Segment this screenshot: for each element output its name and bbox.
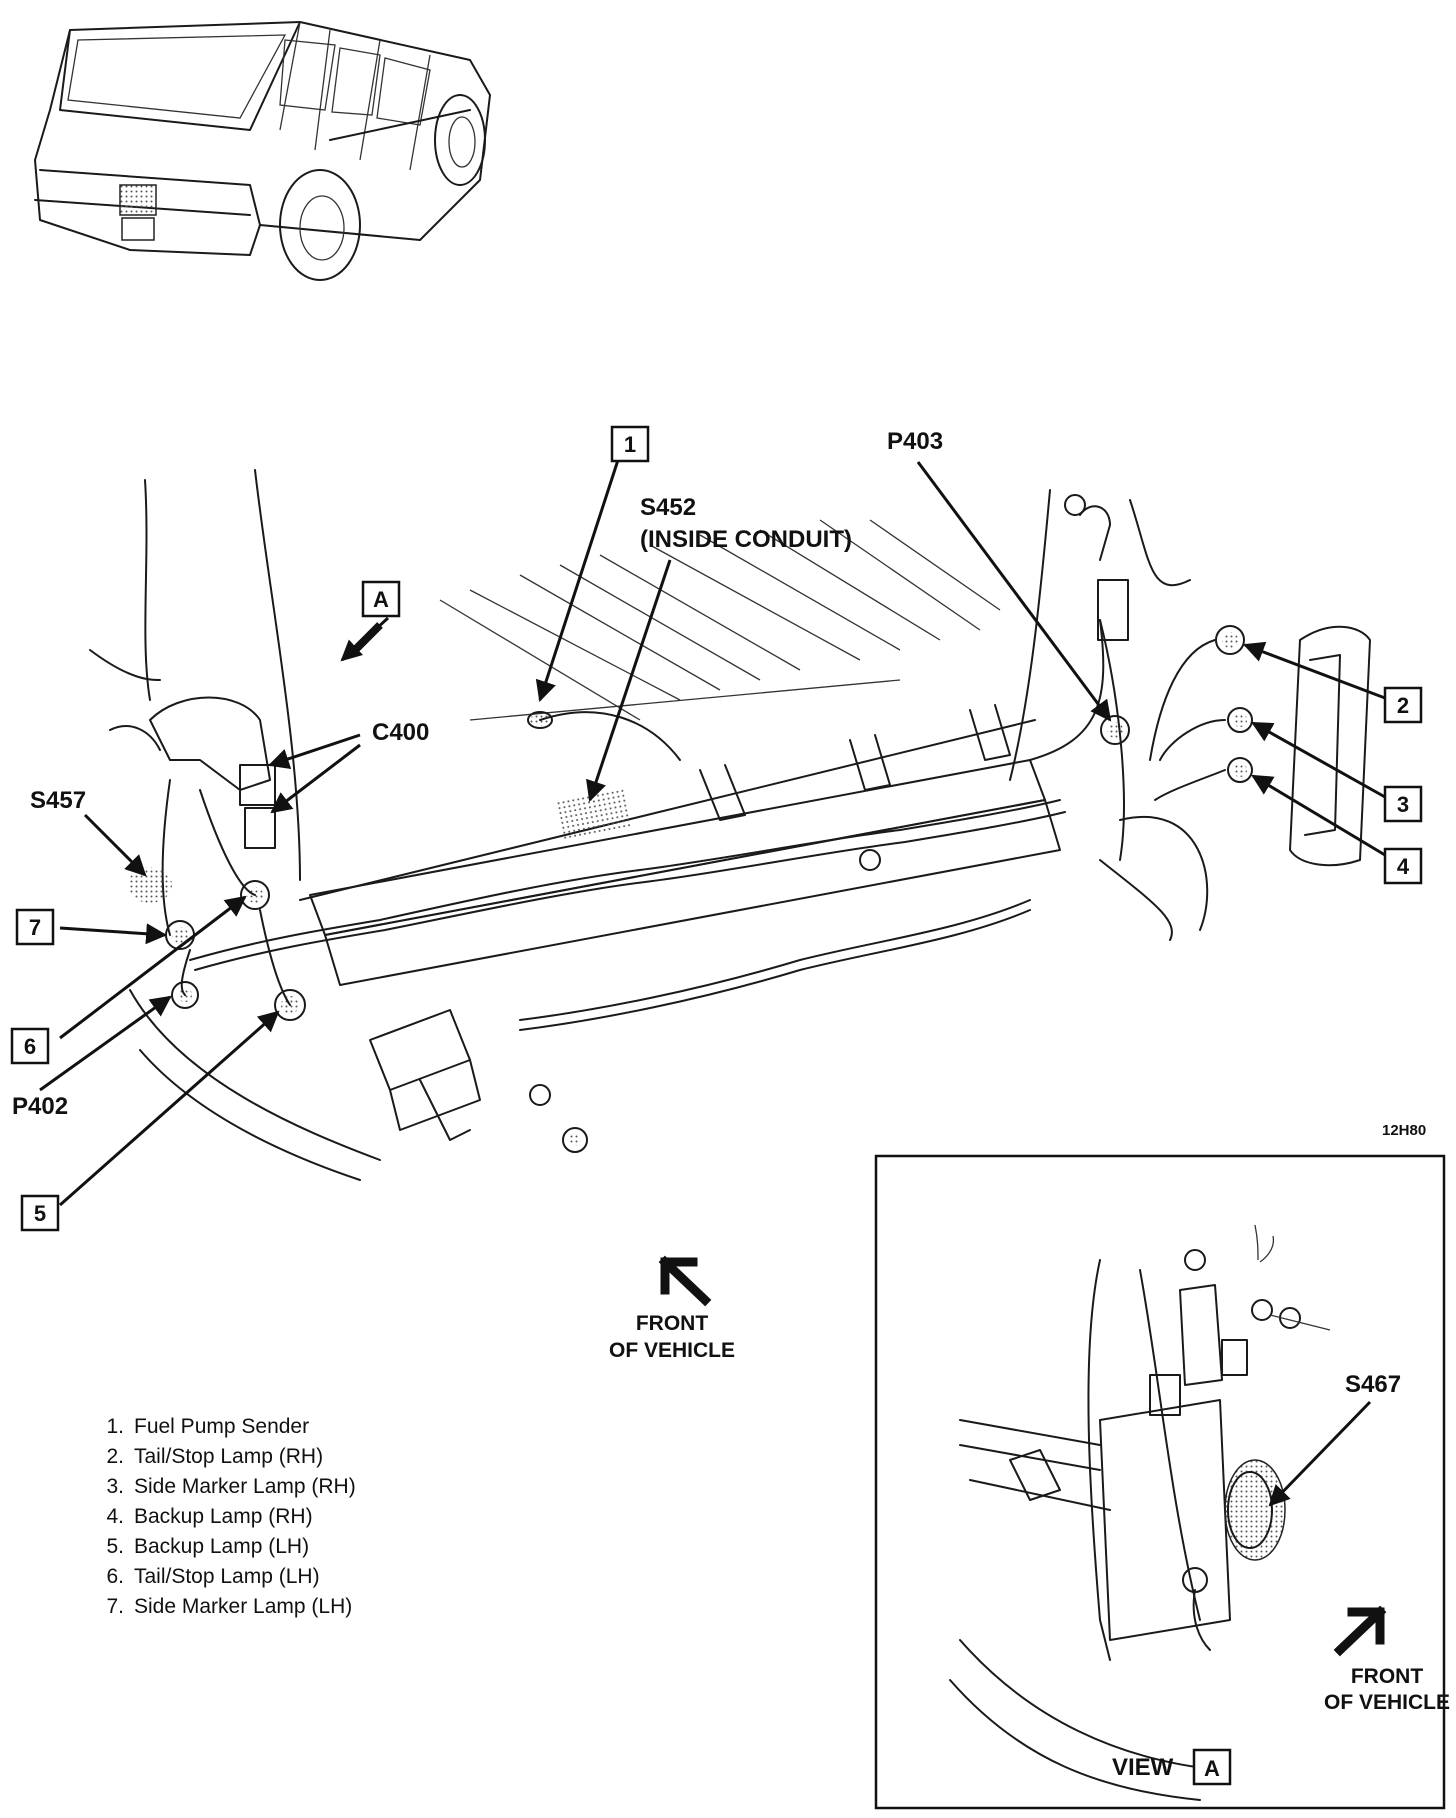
legend-item: 2. Tail/Stop Lamp (RH) — [88, 1442, 356, 1472]
vehicle-thumbnail — [34, 21, 491, 281]
view-a-inset-letter: A — [1204, 1756, 1220, 1781]
legend-text: Backup Lamp (LH) — [134, 1535, 310, 1558]
legend-number: 7. — [106, 1595, 124, 1618]
front-label: FRONT — [636, 1312, 708, 1335]
front-of-vehicle-label: OF VEHICLE — [609, 1339, 735, 1362]
callout-1-number: 1 — [624, 432, 636, 457]
legend-number: 6. — [106, 1565, 124, 1588]
inset-front-arrow-icon — [1333, 1605, 1387, 1657]
label-s467: S467 — [1345, 1371, 1401, 1398]
callout-2: 2 — [1383, 686, 1423, 724]
inset-front-of-vehicle-label: OF VEHICLE — [1324, 1691, 1450, 1714]
label-s457: S457 — [30, 787, 86, 814]
legend-number: 2. — [106, 1445, 124, 1468]
legend-number: 4. — [106, 1505, 124, 1528]
view-a-letter: A — [373, 587, 389, 612]
legend-text: Side Marker Lamp (LH) — [134, 1595, 353, 1618]
legend-text: Tail/Stop Lamp (RH) — [134, 1445, 324, 1468]
label-c400: C400 — [372, 719, 429, 746]
legend-item: 4. Backup Lamp (RH) — [88, 1502, 356, 1532]
label-p403: P403 — [887, 428, 943, 455]
label-s452: S452 — [640, 494, 696, 521]
legend-item: 6. Tail/Stop Lamp (LH) — [88, 1562, 356, 1592]
callout-1: 1 — [610, 425, 650, 463]
front-arrow-icon — [658, 1255, 712, 1307]
legend-text: Fuel Pump Sender — [134, 1415, 310, 1438]
callout-5: 5 — [20, 1194, 60, 1232]
legend-text: Backup Lamp (RH) — [134, 1505, 313, 1528]
legend-number: 5. — [106, 1535, 124, 1558]
callout-6: 6 — [10, 1027, 50, 1065]
rear-bumper-assembly-drawing — [89, 469, 1371, 1181]
legend-number: 3. — [106, 1475, 124, 1498]
label-s452-inside-conduit: (INSIDE CONDUIT) — [640, 526, 852, 553]
callout-7: 7 — [15, 908, 55, 946]
callout-3-number: 3 — [1397, 792, 1409, 817]
inset-front-label: FRONT — [1351, 1665, 1423, 1688]
view-label: VIEW — [1112, 1754, 1174, 1781]
callout-7-number: 7 — [29, 915, 41, 940]
legend-item: 7. Side Marker Lamp (LH) — [88, 1592, 356, 1622]
callout-4-number: 4 — [1397, 854, 1410, 879]
view-a-inset: S467 FRONT OF VEHICLE VIEW A — [874, 1154, 1450, 1810]
legend-item: 1. Fuel Pump Sender — [88, 1412, 356, 1442]
component-legend: 1. Fuel Pump Sender 2. Tail/Stop Lamp (RH)… — [88, 1412, 356, 1622]
callout-6-number: 6 — [24, 1034, 36, 1059]
legend-number: 1. — [106, 1415, 124, 1438]
legend-text: Tail/Stop Lamp (LH) — [134, 1565, 320, 1588]
view-a-marker: A — [361, 580, 401, 618]
callout-2-number: 2 — [1397, 693, 1409, 718]
label-p402: P402 — [12, 1093, 68, 1120]
front-of-vehicle-indicator: FRONT OF VEHICLE — [609, 1255, 735, 1362]
figure-code: 12H80 — [1382, 1122, 1426, 1139]
legend-item: 5. Backup Lamp (LH) — [88, 1532, 356, 1562]
legend-item: 3. Side Marker Lamp (RH) — [88, 1472, 356, 1502]
leader-lines — [39, 459, 1386, 1207]
callout-3: 3 — [1383, 785, 1423, 823]
callout-4: 4 — [1383, 847, 1423, 885]
legend-text: Side Marker Lamp (RH) — [134, 1475, 356, 1498]
callout-5-number: 5 — [34, 1201, 46, 1226]
